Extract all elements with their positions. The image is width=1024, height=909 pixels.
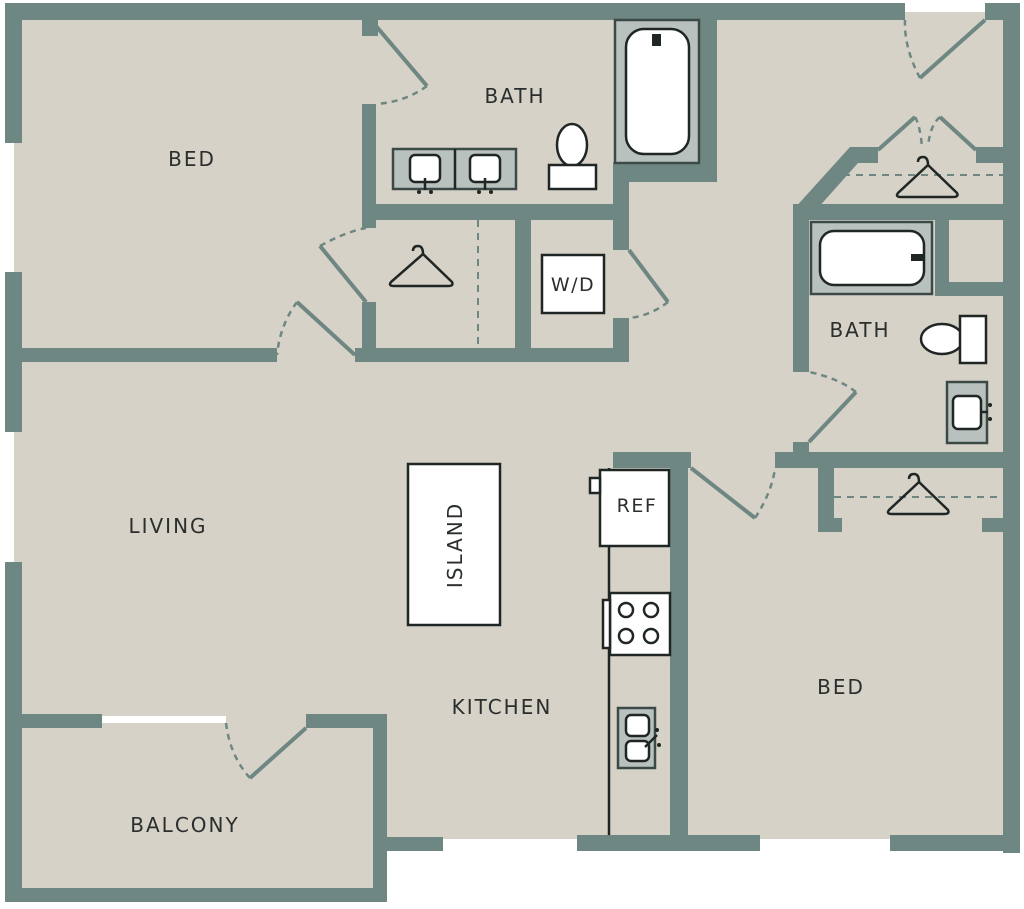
hanger-icon [388,244,454,288]
windows [102,716,890,849]
toilet-icon [547,122,598,191]
room-label-bath-top: BATH [484,84,545,108]
room-label-living: LIVING [128,514,207,538]
doors [224,18,987,780]
closet-rods [477,174,1003,498]
sink-icon [616,706,661,770]
washer-dryer: W/D [540,253,606,315]
washer-dryer-label: W/D [551,274,595,296]
hanger-icon [895,155,959,199]
room-label-bed-top-left: BED [168,147,216,171]
refrigerator: REF [588,468,671,548]
room-label-kitchen: KITCHEN [452,695,553,719]
sink-icon [391,147,518,194]
interior-walls [5,12,1020,850]
room-label-bed-bottom-right: BED [817,675,865,699]
bathtub-icon [613,18,701,165]
room-label-bath-right: BATH [829,318,890,342]
kitchen-island: ISLAND [406,462,502,627]
sink-icon [945,380,992,445]
toilet-icon [919,314,988,365]
bathtub-icon [809,220,934,296]
refrigerator-label: REF [617,495,658,517]
island-label: ISLAND [443,502,467,588]
stove-icon [601,591,672,657]
room-label-balcony: BALCONY [130,813,239,837]
hanger-icon [886,472,950,516]
